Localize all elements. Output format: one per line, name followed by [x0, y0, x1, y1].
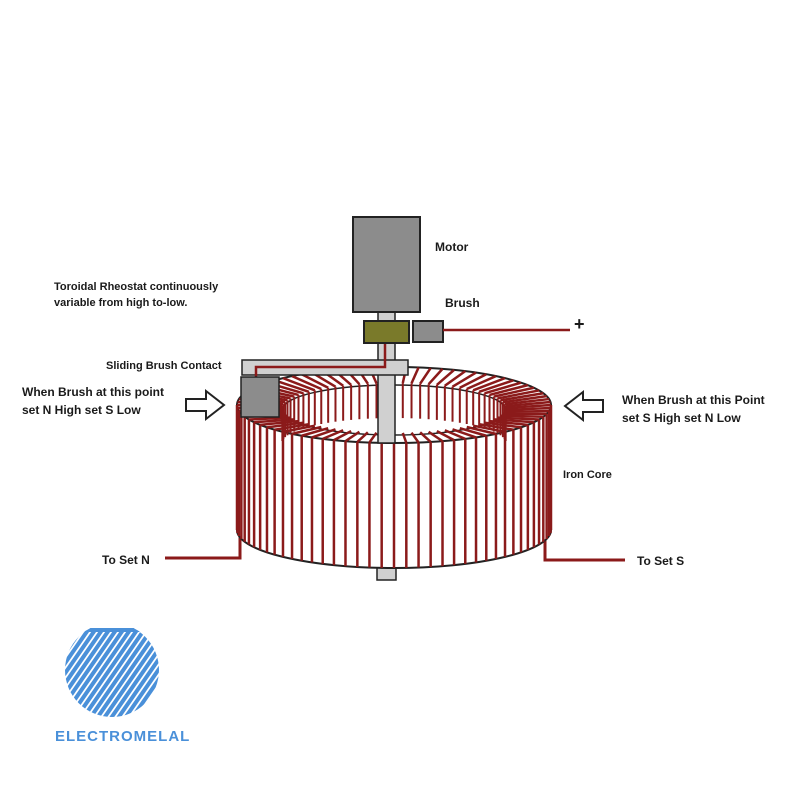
brush-holder — [363, 320, 410, 344]
left-note-2: set N High set S Low — [22, 403, 141, 417]
winding-wire — [401, 432, 408, 444]
winding-wire — [466, 374, 497, 391]
winding-wire — [484, 381, 522, 395]
winding-wire — [368, 431, 378, 444]
winding-wire — [410, 366, 420, 384]
logo-stripe — [65, 628, 159, 717]
winding-wire — [356, 431, 369, 443]
title-line-2: variable from high to-low. — [54, 297, 188, 309]
logo-stripe — [65, 628, 159, 717]
winding-wire — [410, 431, 420, 444]
set-s-label: To Set S — [637, 554, 685, 568]
winding-wire — [427, 368, 444, 386]
winding-wire — [489, 383, 529, 397]
winding-wire — [301, 373, 329, 389]
winding-wire — [419, 367, 432, 385]
right-note-1: When Brush at this Point — [622, 393, 765, 407]
winding-wire — [500, 392, 544, 402]
winding-wire — [497, 389, 540, 400]
winding-wire — [489, 419, 528, 427]
arrow-right-icon — [185, 388, 226, 422]
winding-wire — [427, 430, 444, 443]
winding-wire — [502, 394, 547, 404]
winding-wire — [260, 419, 299, 427]
winding-wire — [504, 397, 550, 406]
winding-wire — [282, 376, 316, 392]
winding-wire — [472, 376, 506, 392]
lead-set-s — [543, 515, 625, 562]
set-n-label: To Set N — [102, 553, 150, 567]
brush — [412, 320, 444, 343]
winding-wire — [291, 374, 322, 391]
winding-wire — [322, 429, 344, 441]
winding-wire — [444, 429, 466, 441]
winding-wire — [274, 379, 310, 393]
logo-text: ELECTROMELAL — [55, 728, 191, 745]
motor-label: Motor — [435, 240, 469, 254]
winding-wire — [500, 414, 544, 418]
winding-wire — [451, 371, 477, 388]
winding-wire — [301, 427, 329, 437]
winding-wire — [452, 428, 477, 439]
brush-label: Brush — [445, 296, 480, 310]
logo-stripe — [80, 628, 159, 717]
arrow-left-icon — [563, 389, 604, 423]
winding-wire — [466, 425, 497, 436]
winding-wire — [493, 386, 535, 398]
plus-label: + — [574, 314, 585, 334]
toroid-core — [235, 366, 553, 569]
winding-wire — [419, 431, 432, 443]
winding-wire — [333, 429, 352, 442]
sliding-label: Sliding Brush Contact — [106, 360, 222, 372]
winding-wire — [478, 379, 514, 393]
winding-wire — [436, 368, 455, 386]
winding-wire — [444, 370, 467, 387]
winding-wire — [459, 373, 487, 389]
iron-core-label: Iron Core — [563, 469, 612, 481]
winding-wire — [459, 427, 487, 437]
winding-wire — [311, 428, 336, 439]
lead-set-n — [165, 505, 242, 560]
motor — [352, 216, 421, 313]
left-note-1: When Brush at this point — [22, 385, 164, 399]
winding-wire — [505, 406, 551, 412]
title-line-1: Toroidal Rheostat continuously — [54, 281, 219, 293]
winding-wire — [505, 400, 551, 408]
winding-wire — [436, 429, 455, 442]
right-note-2: set S High set N Low — [622, 411, 741, 425]
shaft — [377, 342, 396, 444]
winding-wire — [504, 409, 550, 414]
arm-wire — [254, 341, 387, 380]
winding-wire — [291, 425, 322, 436]
winding-wire — [505, 403, 552, 410]
sliding-brush-contact — [240, 376, 280, 418]
winding-wire — [344, 430, 361, 443]
